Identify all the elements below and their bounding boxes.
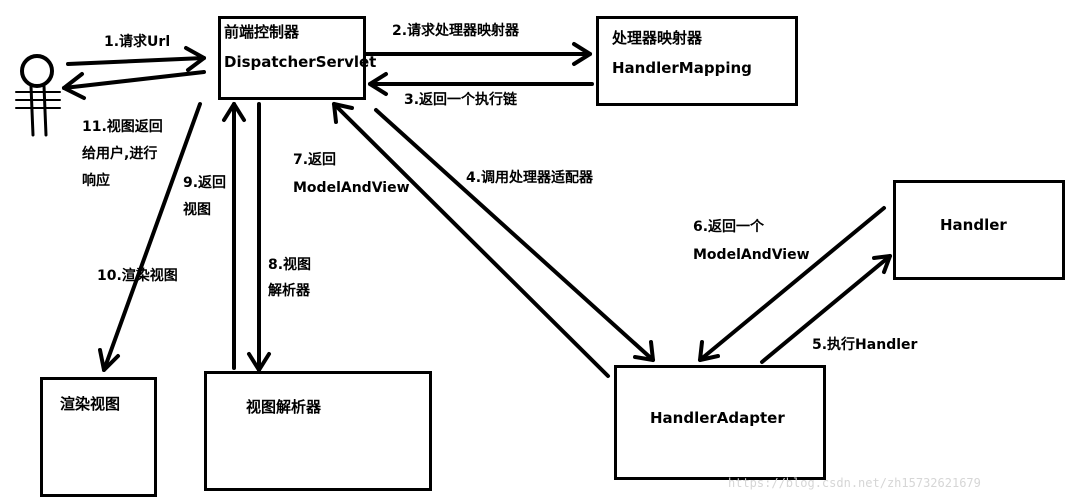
- view-resolver-label: 视图解析器: [246, 398, 322, 416]
- edge-10-label: 10.渲染视图: [97, 268, 178, 284]
- edge-2-label: 2.请求处理器映射器: [392, 23, 520, 39]
- arrow-6-return-modelandview: [698, 206, 886, 362]
- edge-4-label: 4.调用处理器适配器: [466, 170, 594, 186]
- handler-mapping-label-cn: 处理器映射器: [612, 29, 703, 47]
- edge-11-label-line3: 响应: [82, 173, 110, 189]
- edge-1-label: 1.请求Url: [104, 34, 171, 50]
- arrow-4-call-adapter: [374, 108, 655, 362]
- arrow-5-execute-handler: [760, 254, 892, 364]
- edge-7-label-line1: 7.返回: [293, 152, 337, 168]
- handler-adapter-label: HandlerAdapter: [650, 409, 785, 427]
- edge-5-label: 5.执行Handler: [812, 337, 918, 353]
- arrow-9-return-view: [222, 102, 246, 370]
- front-controller-label-cn: 前端控制器: [224, 23, 300, 41]
- edge-8-label-line2: 解析器: [268, 283, 310, 299]
- edge-3-label: 3.返回一个执行链: [404, 92, 518, 108]
- edge-9-label-line1: 9.返回: [183, 175, 227, 191]
- front-controller-label-en: DispatcherServlet: [224, 53, 377, 71]
- view-resolver-box: [204, 371, 432, 491]
- handler-label: Handler: [940, 216, 1007, 234]
- arrow-7-return-modelandview: [332, 102, 610, 378]
- edge-9-label-line2: 视图: [183, 202, 211, 218]
- edge-11-label-line1: 11.视图返回: [82, 119, 163, 135]
- arrow-1-request-url: [66, 46, 206, 72]
- edge-8-label-line1: 8.视图: [268, 257, 312, 273]
- front-controller-box: [218, 16, 366, 100]
- render-view-label: 渲染视图: [60, 395, 121, 413]
- handler-adapter-box: [614, 365, 826, 480]
- watermark-url: https://blog.csdn.net/zh15732621679: [728, 476, 981, 490]
- handler-mapping-label-en: HandlerMapping: [612, 59, 752, 77]
- arrow-11-response: [62, 70, 206, 100]
- render-view-box: [40, 377, 157, 497]
- arrow-3-return-chain: [368, 72, 594, 96]
- arrow-10-render-view: [98, 102, 202, 372]
- edge-6-label-line1: 6.返回一个: [693, 219, 765, 235]
- edge-11-label-line2: 给用户,进行: [82, 146, 158, 162]
- user-actor-icon: [15, 54, 61, 137]
- arrow-2-request-handler-mapping: [364, 42, 592, 66]
- handler-box: [893, 180, 1065, 280]
- arrow-8-view-resolve: [247, 102, 271, 372]
- edge-6-label-line2: ModelAndView: [693, 247, 810, 263]
- edge-7-label-line2: ModelAndView: [293, 180, 410, 196]
- handler-mapping-box: [596, 16, 798, 106]
